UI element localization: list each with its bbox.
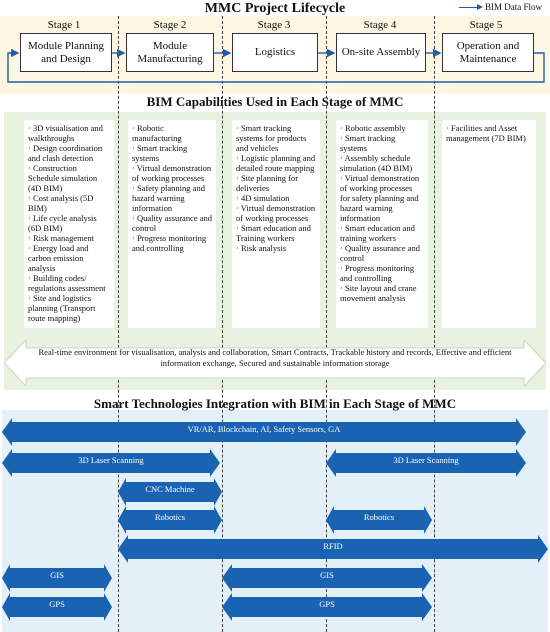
legend-label: BIM Data Flow [485,2,542,12]
capability-item: · Site layout and crane movement analysi… [340,283,417,303]
capability-item: · Design coordination and clash detectio… [28,143,103,163]
stage-2-header: Stage 2 [153,19,187,31]
capabilities-title: BIM Capabilities Used in Each Stage of M… [146,94,404,109]
capability-item: · Risk management [28,233,95,243]
capability-item: · Smart tracking systems for products an… [236,123,307,153]
capability-item: · Quality assurance and control [132,213,213,233]
legend: BIM Data Flow [459,2,542,12]
stage-3-name: Logistics [254,46,296,58]
flow-feedback-loop [7,48,545,83]
capability-item: · Site planning for deliveries [236,173,299,193]
stage-5-name: Operation and Maintenance [456,39,520,65]
data-flow-arrow-icon [459,3,483,10]
stage-1-box[interactable]: Module Planning and Design [20,33,112,72]
stage-5-box[interactable]: Operation and Maintenance [442,33,534,72]
capability-item: · Facilities and Asset management (7D BI… [446,123,526,143]
stage-4-name: On-site Assembly [341,46,421,58]
capability-item: · Building codes/ regulations assessment [28,273,106,293]
capability-item: · Quality assurance and control [340,243,421,263]
stage-divider [326,16,327,632]
capability-item: · Cost analysis (5D BIM) [28,193,94,213]
stage-divider [118,16,119,632]
capability-item: · Progress monitoring and controlling [340,263,415,283]
common-capabilities-arrow [4,340,546,386]
technologies-band [2,410,548,632]
stage-2-box[interactable]: Module Manufacturing [126,33,214,72]
capability-item: · Life cycle analysis (6D BIM) [28,213,97,233]
capability-item: · Robotic assembly [340,123,406,133]
capability-item: · Progress monitoring and controlling [132,233,207,253]
capability-item: · Safety planning and hazard warning inf… [132,183,205,213]
common-capabilities-text: Real-time environment for visualisation,… [38,347,512,368]
stage-5-header: Stage 5 [469,19,503,31]
capability-item: · 4D simulation [236,193,290,203]
capability-item: · 3D visualisation and walkthroughs [28,123,103,143]
capability-item: · Virtual demonstration of working proce… [340,173,420,223]
capability-item: · Assembly schedule simulation (4D BIM) [340,153,413,173]
capability-item: · Smart tracking systems [132,143,188,163]
lifecycle-title: MMC Project Lifecycle [204,1,346,16]
capability-item: · Virtual demonstration of working proce… [236,203,316,223]
capability-item: · Risk analysis [236,243,287,253]
stage-divider [222,16,223,632]
capability-item: · Smart education and training workers [340,223,415,243]
stage-4-box[interactable]: On-site Assembly [336,33,426,72]
capability-item: · Smart education and Training workers [236,223,311,243]
capability-item: · Construction Schedule simulation (4D B… [28,163,98,193]
capability-column-1: · 3D visualisation and walkthroughs · De… [24,120,114,328]
capability-item: · Energy load and carbon emission analys… [28,243,89,273]
stage-divider [434,16,435,632]
capability-column-4: · Robotic assembly · Smart tracking syst… [336,120,428,328]
capability-item: · Site and logistics planning (Transport… [28,293,96,323]
capability-item: · Virtual demonstration of working proce… [132,163,212,183]
capability-column-3: · Smart tracking systems for products an… [232,120,320,328]
capability-item: · Logistic planning and detailed route m… [236,153,316,173]
technologies-title: Smart Technologies Integration with BIM … [93,396,457,411]
stage-2-name: Module Manufacturing [137,39,203,65]
stage-3-box[interactable]: Logistics [232,33,318,72]
stage-3-header: Stage 3 [257,19,291,31]
capability-item: · Smart tracking systems [340,133,396,153]
data-flow-arrows [7,48,545,83]
capability-column-5: · Facilities and Asset management (7D BI… [442,120,536,328]
capability-item: · Robotic manufacturing [132,123,182,143]
capability-column-2: · Robotic manufacturing · Smart tracking… [128,120,216,328]
stage-4-header: Stage 4 [363,19,397,31]
stage-1-header: Stage 1 [47,19,81,31]
stage-1-name: Module Planning and Design [27,39,105,65]
